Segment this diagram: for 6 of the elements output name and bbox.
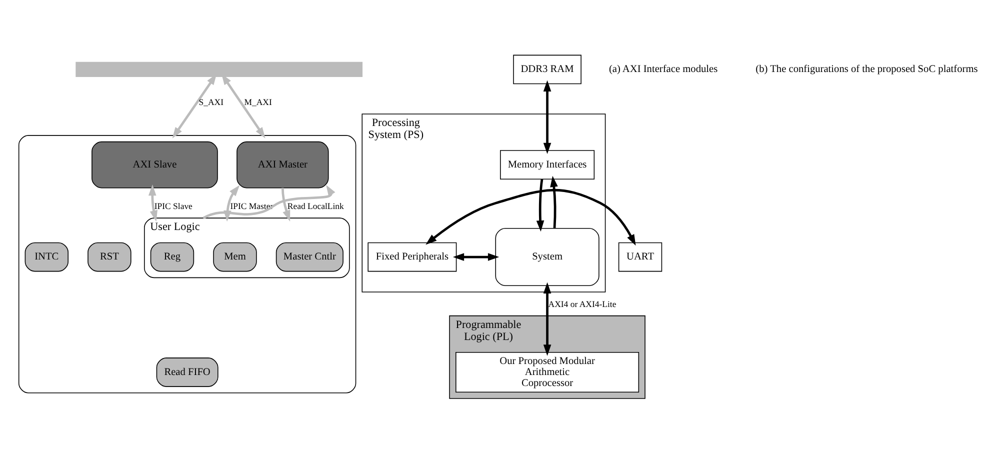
edge-label: S_AXI bbox=[198, 96, 224, 107]
edge-label: IPIC Slave bbox=[154, 200, 192, 211]
label: (a) AXI Interface modules bbox=[608, 64, 718, 75]
edge-label: Read LocalLink bbox=[287, 200, 344, 211]
edge-label: M_AXI bbox=[244, 96, 272, 107]
label: (b) The configurations of the proposed SoC platforms bbox=[756, 64, 978, 75]
